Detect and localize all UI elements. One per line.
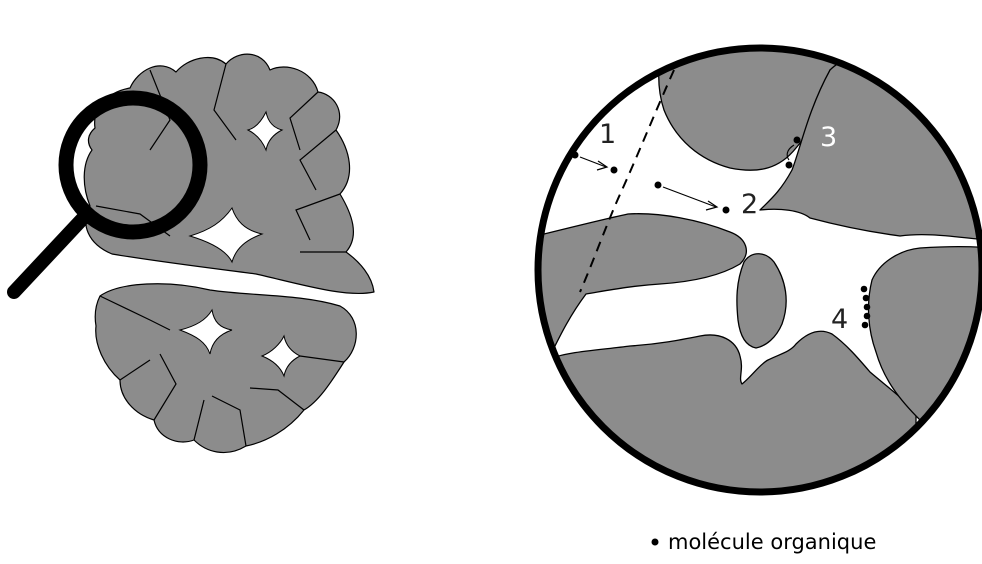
- legend-molecule-icon: [652, 539, 659, 546]
- molecule: [794, 137, 801, 144]
- molecule: [655, 182, 662, 189]
- molecule: [861, 286, 868, 293]
- molecule: [863, 295, 870, 302]
- label-site-3: 3: [820, 122, 837, 153]
- molecule: [864, 313, 871, 320]
- label-site-2: 2: [741, 189, 758, 220]
- magnifier-handle: [14, 214, 87, 292]
- label-site-4: 4: [831, 304, 848, 335]
- legend: molécule organique: [652, 530, 877, 554]
- molecule: [723, 207, 730, 214]
- molecule: [572, 152, 579, 159]
- molecule: [611, 167, 618, 174]
- aggregate-lower-mass: [95, 284, 356, 453]
- molecule: [862, 322, 869, 329]
- molecule: [786, 162, 793, 169]
- molecule: [864, 304, 871, 311]
- legend-label: molécule organique: [668, 530, 876, 554]
- grain-bottom: [520, 331, 916, 500]
- label-site-1: 1: [599, 119, 616, 150]
